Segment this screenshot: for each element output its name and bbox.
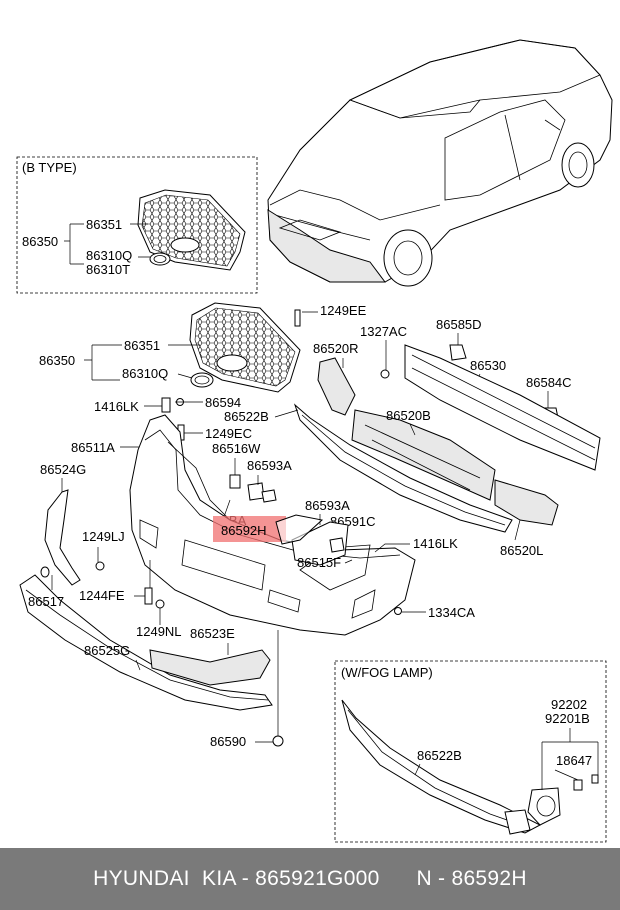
absorber-86520r [317,357,356,416]
part-86520l: 86520L [500,543,543,558]
part-86585d: 86585D [436,317,482,332]
part-1249ee: 1249EE [320,303,367,318]
clip-86517 [40,566,50,578]
car-illustration [267,39,613,287]
part-86522b: 86522B [224,409,269,424]
mid-right-leaders [274,409,521,541]
part-1249ec: 1249EC [205,426,252,441]
exploded-parts-diagram: (B TYPE) 86351 86350 86310Q 86310T 86351… [16,39,613,843]
part-86525g: 86525G [84,643,130,658]
screws-lower [95,561,402,747]
part-number-footer: HYUNDAI KIA - 865921G000 N - 86592H [0,848,620,910]
part-86530: 86530 [470,358,506,373]
part-86593a-b: 86593A [305,498,350,513]
fog-bracket-86515f [291,521,349,566]
side-strip-86524g [44,489,81,586]
part-1416lk-b: 1416LK [413,536,458,551]
reinforcement-beam-86530 [404,344,601,471]
part-86592h-shape [275,514,324,545]
part-86593a-a: 86593A [247,458,292,473]
fog-lamp-illustration [504,774,599,835]
part-86517: 86517 [28,594,64,609]
b-type-leaders [64,223,150,265]
moulding-86523e [149,649,271,686]
part-86584c: 86584C [526,375,572,390]
part-86310q-b: 86310Q [86,248,132,263]
part-86523e: 86523E [190,626,235,641]
part-1334ca: 1334CA [428,605,475,620]
part-1244fe: 1244FE [79,588,125,603]
part-1249lj: 1249LJ [82,529,125,544]
part-86516w: 86516W [212,441,261,456]
part-1327ac: 1327AC [360,324,407,339]
part-86350-b: 86350 [22,234,58,249]
part-86310t-b: 86310T [86,262,130,277]
part-86524g: 86524G [40,462,86,477]
highlight-86592h [213,516,286,542]
b-type-label: (B TYPE) [22,160,77,175]
lower-spoiler-86525g [19,574,273,711]
part-86350: 86350 [39,353,75,368]
part-86310q: 86310Q [122,366,168,381]
fog-leaders [414,728,599,790]
fog-part-92201b: 92201B [545,711,590,726]
part-86515f: 86515F [297,555,341,570]
part-1416lk-a: 1416LK [94,399,139,414]
lower-lip-86522b [293,403,513,533]
part-86351-b: 86351 [86,217,122,232]
part-86592h: 86592H [221,523,267,538]
part-86594: 86594 [205,395,241,410]
b-type-grille-illustration [137,189,246,271]
part-86520r: 86520R [313,341,359,356]
fog-part-92202: 92202 [551,697,587,712]
main-grille-illustration [189,302,301,393]
bumper-leaders [344,543,410,564]
fog-part-18647: 18647 [556,753,592,768]
fog-part-86522b: 86522B [417,748,462,763]
part-1249nl: 1249NL [136,624,182,639]
absorber-86520b [351,409,496,501]
top-right-leaders [302,311,549,408]
lower-leaders [51,547,426,743]
part-86511a: 86511A [71,440,115,455]
part-86351: 86351 [124,338,160,353]
part-86520b: 86520B [386,408,431,423]
absorber-86520l [494,479,559,526]
fog-lamp-box [334,660,607,843]
part-86590: 86590 [210,734,246,749]
fog-lamp-label: (W/FOG LAMP) [341,665,433,680]
b-type-box [16,156,258,294]
main-grille-leaders [84,344,200,381]
